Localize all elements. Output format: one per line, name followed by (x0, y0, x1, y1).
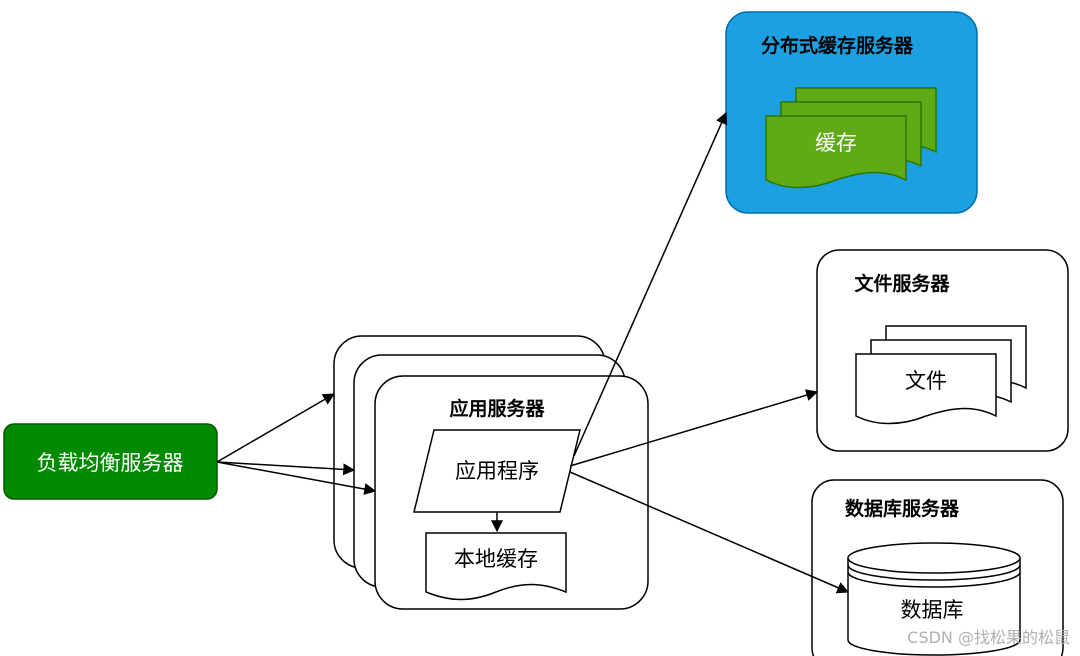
database-label: 数据库 (901, 598, 964, 622)
file-server-title: 文件服务器 (854, 272, 950, 295)
watermark: CSDN @找松果的松鼠 (907, 628, 1070, 647)
edge-lb-to-server-back (216, 393, 336, 463)
db-server-title: 数据库服务器 (845, 497, 960, 520)
database-cylinder[interactable] (847, 542, 1021, 656)
edge-lb-to-server-front (216, 461, 377, 495)
edge-program-to-file-server (569, 389, 819, 467)
distributed-cache-server-title: 分布式缓存服务器 (761, 34, 914, 57)
edge-program-to-cache-server (573, 111, 728, 457)
file-label: 文件 (905, 369, 947, 393)
edge-lb-to-server-middle (216, 461, 356, 476)
app-program-label: 应用程序 (455, 459, 539, 483)
app-program-node[interactable] (413, 429, 581, 513)
cache-label: 缓存 (815, 131, 857, 155)
load-balancer-label: 负载均衡服务器 (37, 451, 184, 475)
app-server-title: 应用服务器 (449, 397, 545, 420)
local-cache-node[interactable] (425, 532, 567, 601)
edge-program-to-db-server (569, 471, 850, 594)
file-doc-front[interactable] (855, 353, 997, 425)
local-cache-label: 本地缓存 (454, 547, 538, 571)
cache-doc-front[interactable] (765, 115, 907, 189)
